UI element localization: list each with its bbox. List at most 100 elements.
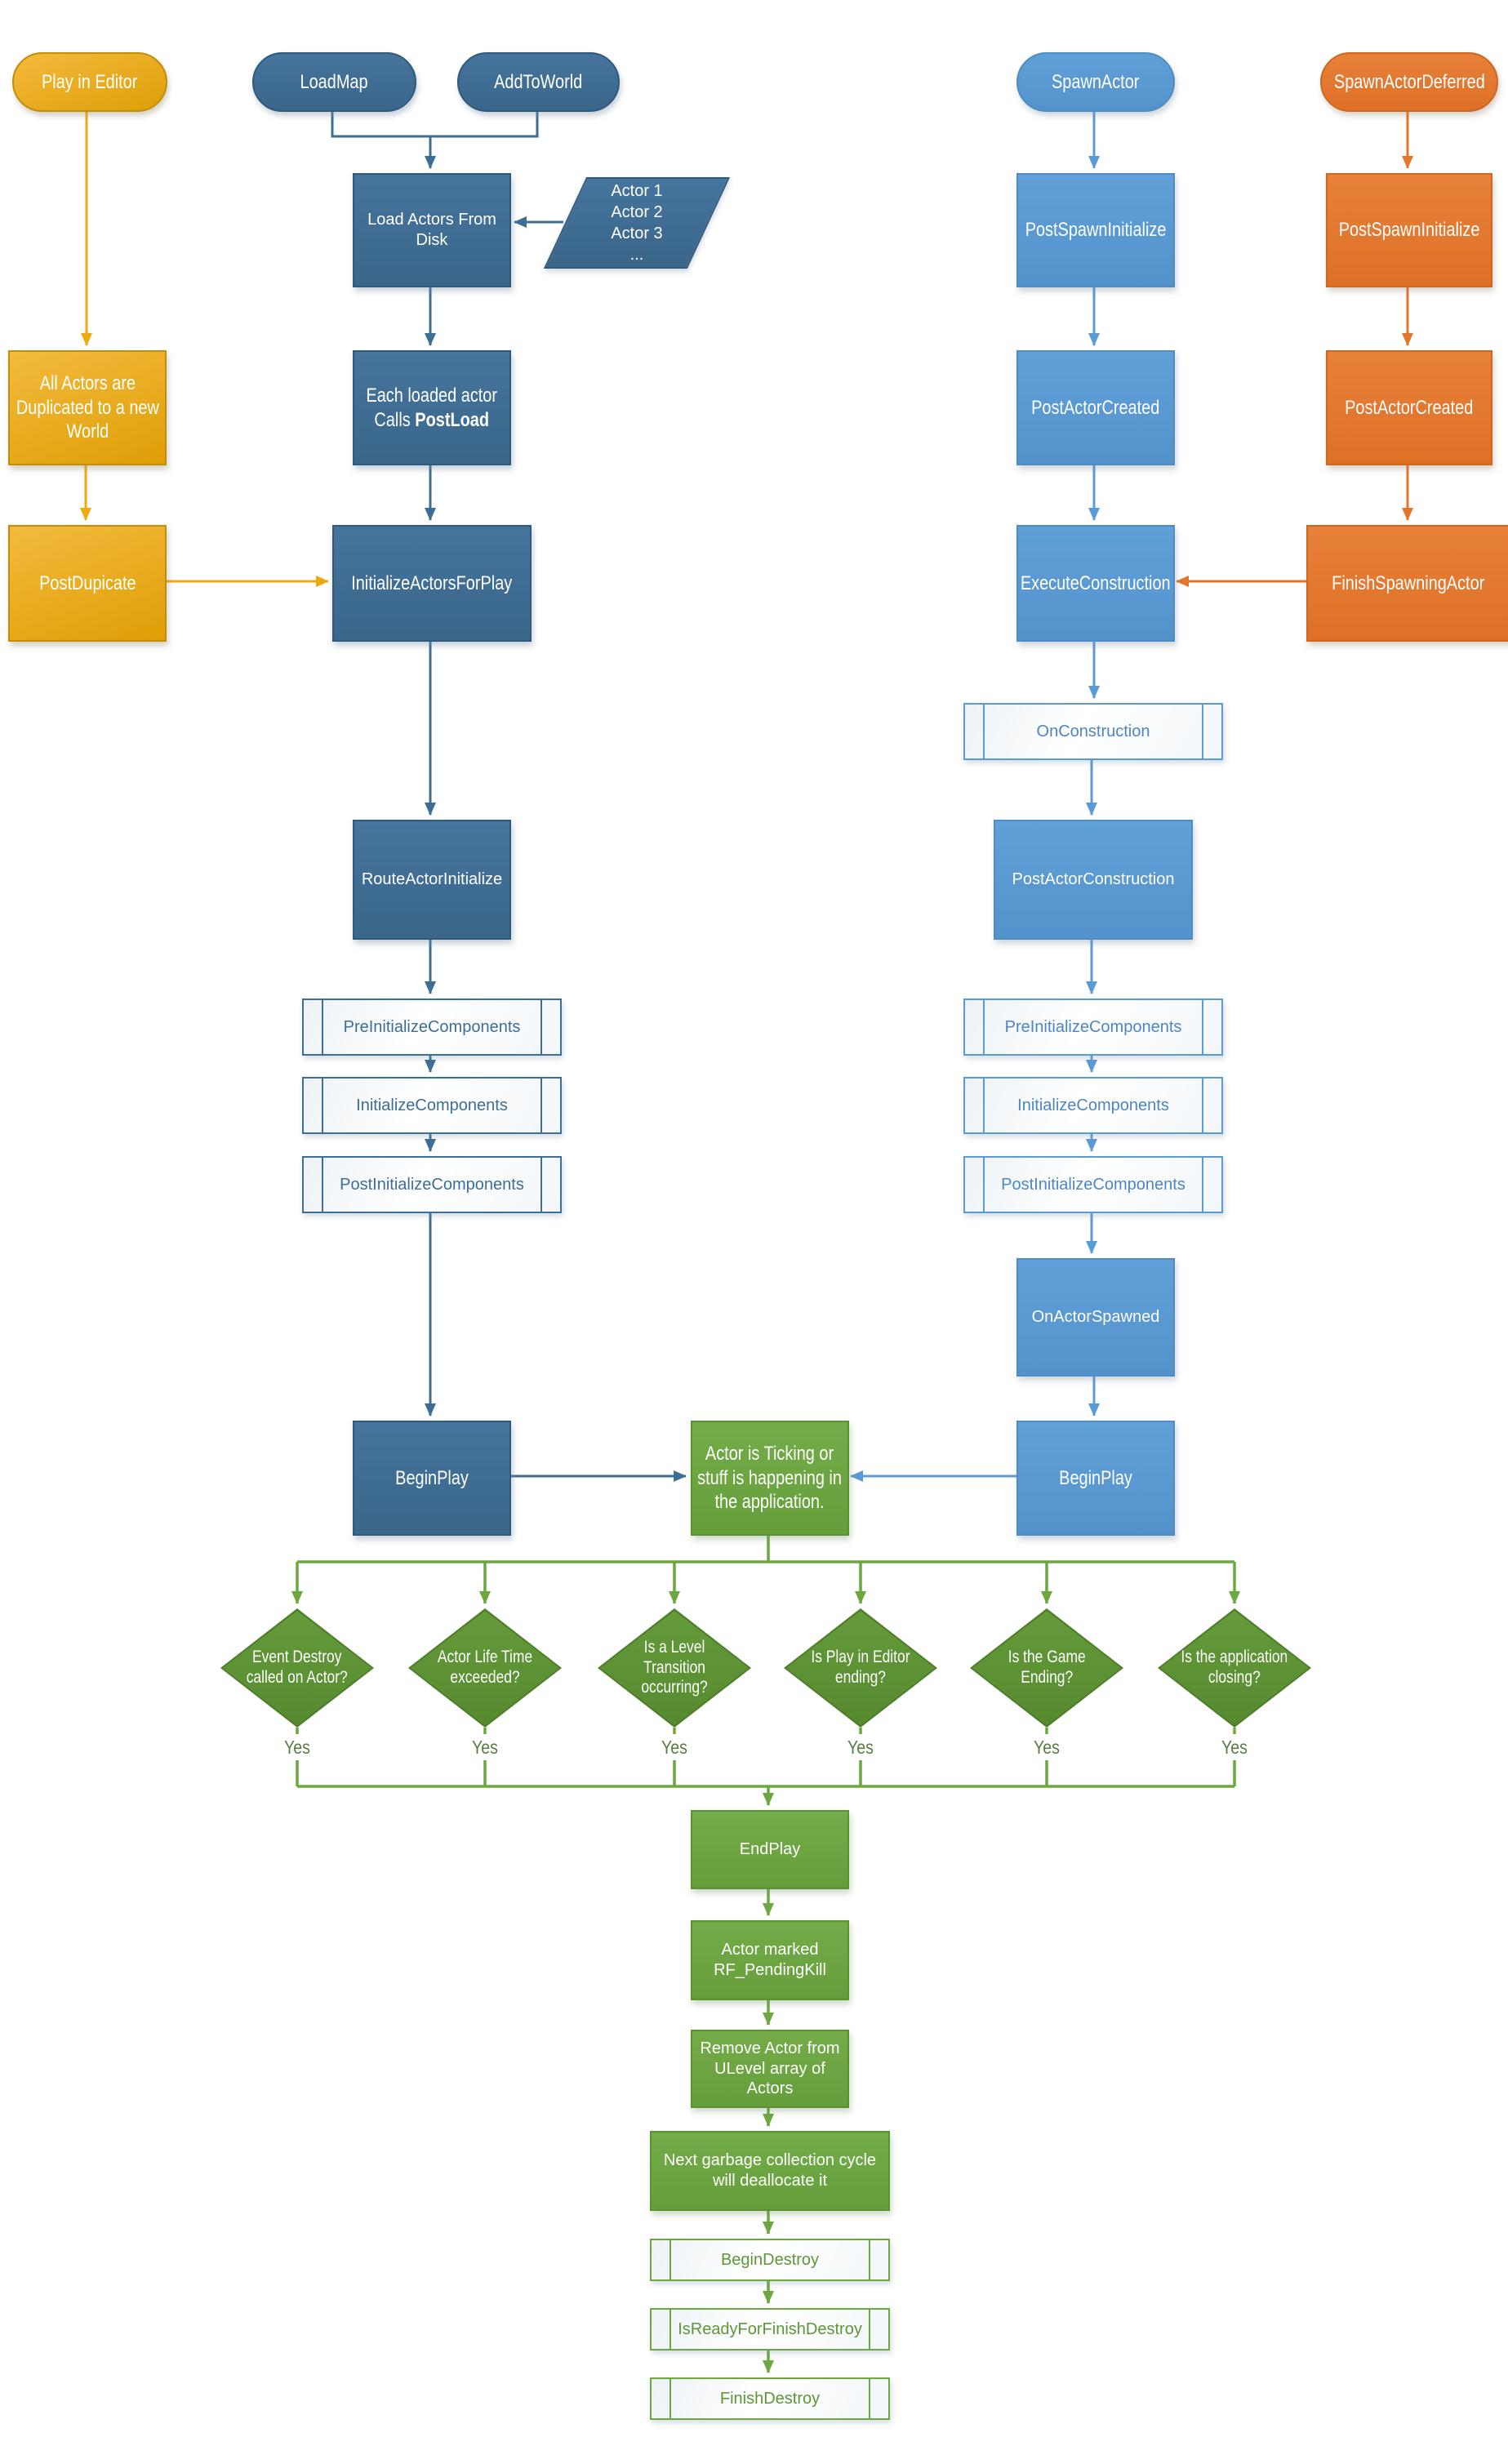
node-initializeactorsforplay: InitializeActorsForPlay bbox=[332, 525, 532, 642]
node-spawnactordeferred: SpawnActorDeferred bbox=[1320, 52, 1498, 112]
predefined-bar bbox=[1202, 1000, 1203, 1054]
node-postactorcreated-deferred: PostActorCreated bbox=[1326, 350, 1492, 465]
decision-label: Is a Level Transition occurring? bbox=[641, 1637, 708, 1697]
yes-label: Yes bbox=[843, 1734, 879, 1760]
predefined-bar bbox=[1202, 1079, 1203, 1132]
node-postdupicate: PostDupicate bbox=[8, 525, 167, 642]
node-label: SpawnActor bbox=[1052, 70, 1140, 93]
decision-application-closing: Is the application closing? bbox=[1158, 1608, 1311, 1728]
decision-lifetime-exceeded: Actor Life Time exceeded? bbox=[408, 1608, 562, 1728]
node-label: PostSpawnInitialize bbox=[1338, 219, 1480, 242]
node-begindestroy: BeginDestroy bbox=[650, 2239, 890, 2281]
predefined-bar bbox=[669, 2379, 671, 2418]
node-label: PostSpawnInitialize bbox=[1025, 219, 1167, 242]
node-actor-marked-pendingkill: Actor marked RF_PendingKill bbox=[691, 1920, 849, 2000]
node-label: Actor is Ticking or stuff is happening i… bbox=[697, 1442, 843, 1514]
node-label: Load Actors From Disk bbox=[367, 211, 496, 249]
decision-label: Is Play in Editor ending? bbox=[811, 1648, 910, 1687]
node-spawnactor: SpawnActor bbox=[1016, 52, 1175, 112]
predefined-bar bbox=[540, 1079, 542, 1132]
node-finishspawningactor: FinishSpawningActor bbox=[1306, 525, 1508, 642]
predefined-bar bbox=[1202, 705, 1203, 758]
node-postactorconstruction: PostActorConstruction bbox=[994, 820, 1193, 940]
wires-medium-blue bbox=[850, 109, 1100, 1482]
node-label: PostInitializeComponents bbox=[340, 1175, 524, 1194]
node-label: FinishDestroy bbox=[719, 2389, 821, 2408]
node-actor-list: Actor 1 Actor 2 Actor 3 ... bbox=[542, 177, 732, 269]
yes-label: Yes bbox=[1217, 1734, 1252, 1760]
predefined-bar bbox=[869, 2240, 870, 2279]
node-play-in-editor: Play in Editor bbox=[12, 52, 167, 112]
node-garbage-collection: Next garbage collection cycle will deall… bbox=[650, 2131, 890, 2211]
node-preinitializecomponents-right: PreInitializeComponents bbox=[963, 998, 1223, 1056]
node-label: OnActorSpawned bbox=[1031, 1308, 1160, 1327]
yes-label: Yes bbox=[1029, 1734, 1065, 1760]
node-label: InitializeComponents bbox=[356, 1096, 508, 1114]
node-label: FinishSpawningActor bbox=[1331, 572, 1485, 594]
node-load-actors-from-disk: Load Actors From Disk bbox=[353, 173, 511, 287]
node-label: BeginPlay bbox=[395, 1466, 469, 1489]
node-preinitializecomponents-left: PreInitializeComponents bbox=[302, 998, 562, 1056]
node-label: OnConstruction bbox=[1036, 722, 1150, 741]
wires-dark-blue bbox=[331, 109, 687, 1482]
node-postspawninitialize-deferred: PostSpawnInitialize bbox=[1326, 173, 1492, 287]
predefined-bar bbox=[983, 1158, 985, 1212]
predefined-bar bbox=[983, 1079, 985, 1132]
predefined-bar bbox=[669, 2240, 671, 2279]
node-executeconstruction: ExecuteConstruction bbox=[1016, 525, 1175, 642]
decision-label: Actor Life Time exceeded? bbox=[437, 1648, 533, 1687]
node-label: Next garbage collection cycle will deall… bbox=[663, 2151, 877, 2190]
node-label: PostInitializeComponents bbox=[1001, 1175, 1185, 1194]
node-beginplay-left: BeginPlay bbox=[353, 1421, 511, 1536]
predefined-bar bbox=[1202, 1158, 1203, 1212]
yes-label: Yes bbox=[467, 1734, 503, 1760]
node-label: All Actors are Duplicated to a new World bbox=[16, 371, 159, 443]
node-label: PreInitializeComponents bbox=[343, 1017, 521, 1036]
node-label: LoadMap bbox=[300, 70, 369, 93]
node-postinitializecomponents-right: PostInitializeComponents bbox=[963, 1156, 1223, 1213]
decision-event-destroy: Event Destroy called on Actor? bbox=[220, 1608, 374, 1728]
yes-label: Yes bbox=[279, 1734, 315, 1760]
node-initializecomponents-right: InitializeComponents bbox=[963, 1077, 1223, 1134]
node-label: PostActorCreated bbox=[1345, 396, 1474, 419]
node-label: SpawnActorDeferred bbox=[1333, 70, 1485, 93]
predefined-bar bbox=[322, 1158, 323, 1212]
node-actor-ticking: Actor is Ticking or stuff is happening i… bbox=[691, 1421, 849, 1536]
node-label: InitializeComponents bbox=[1017, 1096, 1169, 1114]
predefined-bar bbox=[983, 705, 985, 758]
node-label: InitializeActorsForPlay bbox=[351, 572, 513, 594]
wires-green bbox=[291, 1532, 1240, 2373]
predefined-bar bbox=[322, 1079, 323, 1132]
node-label: Play in Editor bbox=[42, 70, 138, 93]
decision-game-ending: Is the Game Ending? bbox=[970, 1608, 1123, 1728]
wires-yellow bbox=[80, 109, 329, 587]
node-remove-actor-ulevel: Remove Actor from ULevel array of Actors bbox=[691, 2030, 849, 2108]
node-label: PostActorCreated bbox=[1031, 396, 1160, 419]
yes-label: Yes bbox=[656, 1734, 692, 1760]
node-label: PostDupicate bbox=[38, 572, 136, 594]
node-initializecomponents-left: InitializeComponents bbox=[302, 1077, 562, 1134]
node-label: BeginDestroy bbox=[720, 2250, 820, 2269]
predefined-bar bbox=[869, 2379, 870, 2418]
node-postinitializecomponents-left: PostInitializeComponents bbox=[302, 1156, 562, 1213]
decision-label: Event Destroy called on Actor? bbox=[246, 1648, 349, 1687]
decision-label: Is the application closing? bbox=[1181, 1648, 1288, 1687]
predefined-bar bbox=[869, 2310, 870, 2349]
node-label: ExecuteConstruction bbox=[1021, 572, 1171, 594]
node-finishdestroy: FinishDestroy bbox=[650, 2377, 890, 2420]
node-isreadyforfinishdestroy: IsReadyForFinishDestroy bbox=[650, 2308, 890, 2351]
node-label: Actor 1 Actor 2 Actor 3 ... bbox=[611, 182, 663, 264]
node-onactorspawned: OnActorSpawned bbox=[1016, 1258, 1175, 1377]
node-label: BeginPlay bbox=[1059, 1466, 1132, 1489]
node-label: Remove Actor from ULevel array of Actors bbox=[700, 2039, 840, 2098]
predefined-bar bbox=[540, 1158, 542, 1212]
decision-label: Is the Game Ending? bbox=[1008, 1648, 1086, 1687]
node-loadmap: LoadMap bbox=[252, 52, 416, 112]
node-label: PreInitializeComponents bbox=[1004, 1017, 1182, 1036]
wires-orange bbox=[1176, 109, 1413, 587]
node-beginplay-right: BeginPlay bbox=[1016, 1421, 1175, 1536]
node-all-actors-duplicated: All Actors are Duplicated to a new World bbox=[8, 350, 167, 465]
